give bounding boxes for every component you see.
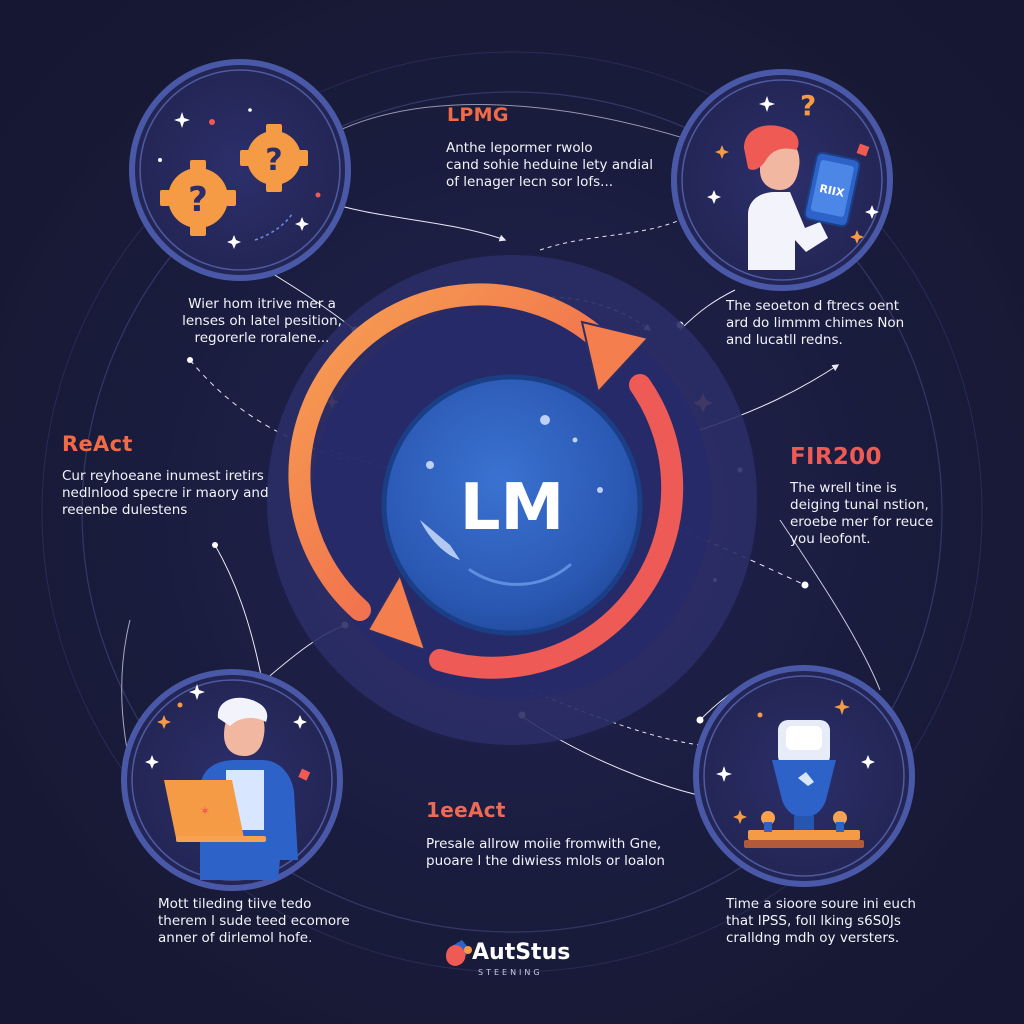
- text-bottom-left: Mott tileding tiive tedo therem l sude t…: [158, 896, 350, 946]
- text-bottom-center: Presale allrow moiie fromwith Gne, puoar…: [426, 836, 665, 869]
- cycle-arc-orange: [288, 283, 611, 621]
- heading-bottom-center: 1eeAct: [426, 798, 506, 822]
- svg-text:?: ?: [188, 180, 208, 220]
- cycle-arrow-left: [366, 572, 427, 652]
- svg-text:?: ?: [800, 89, 816, 122]
- text-mid-left: Cur reyhoeane inumest iretirs nedlnlood …: [62, 468, 269, 518]
- brand-tagline: STEENING: [478, 968, 543, 977]
- heading-top-center: LPMG: [447, 104, 509, 126]
- brand-name: AutStus: [472, 940, 571, 965]
- center-core-label: LM: [459, 471, 565, 545]
- person-with-tablet-icon: RIIX ?: [671, 69, 893, 291]
- text-upper-left: Wier hom itrive mer a lenses oh latel pe…: [182, 296, 342, 346]
- cycle-arc-red: [429, 374, 684, 679]
- cycle-arrow-right: [580, 320, 650, 395]
- text-mid-right: The wrell tine is deiging tunal nstion, …: [790, 480, 934, 547]
- heading-mid-left: ReAct: [62, 432, 133, 456]
- text-bottom-right: Time a sioore soure ini euch that IPSS, …: [726, 896, 916, 946]
- text-top-center: Anthe lepormer rwolo сand sohie heduine …: [446, 140, 654, 190]
- puzzle-gears-question-icon: ? ?: [129, 59, 351, 281]
- brand-logo-icon: [446, 940, 472, 966]
- robot-lab-icon: [693, 665, 915, 887]
- heading-mid-right: FIR200: [790, 444, 882, 470]
- person-with-laptop-icon: ✶: [121, 669, 343, 891]
- svg-text:?: ?: [265, 143, 282, 178]
- text-upper-right: The seoeton d ftrecs oent ard do limmm c…: [726, 298, 905, 348]
- tablet-screen-text: RIIX: [818, 182, 846, 200]
- svg-text:✶: ✶: [200, 804, 210, 818]
